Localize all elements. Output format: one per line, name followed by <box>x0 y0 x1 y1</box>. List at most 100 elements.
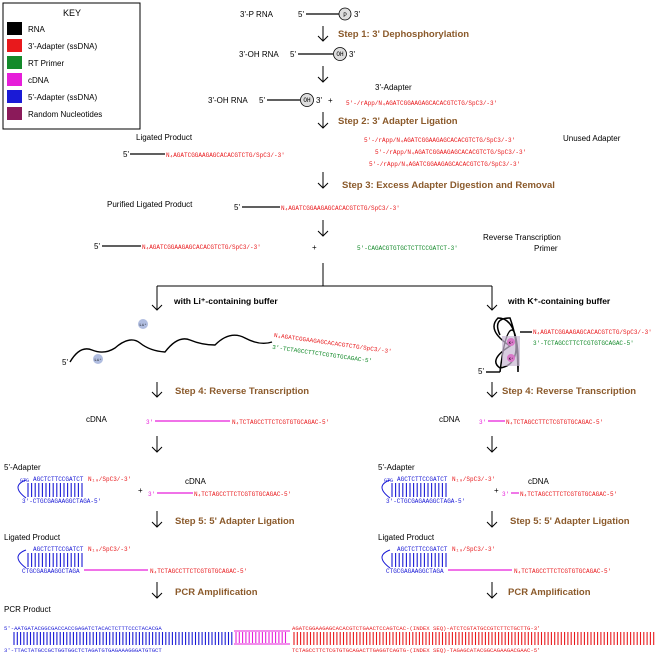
pcr-bottom-red: TCTAGCCTTCTCGTGTGCAGACTTGAGGTCAGTG-(INDE… <box>292 647 540 654</box>
li-label-1: Li⁺ <box>94 358 101 363</box>
phosphate-label: P <box>343 12 347 19</box>
arrow-left-pcr <box>151 582 163 599</box>
three-prime-3: 3' <box>316 96 322 105</box>
unused-adapter-3: 5'-/rApp/N₄AGATCGGAAGAGCACACGTCTG/SpC3/-… <box>369 161 520 168</box>
left-rna-wave <box>69 334 273 363</box>
plus-1: + <box>328 96 333 105</box>
oh-circle-2 <box>300 93 314 107</box>
adapter3-label: 3'-Adapter <box>375 83 412 92</box>
key-swatch-1 <box>7 39 22 52</box>
phosphate-circle <box>338 7 352 21</box>
arrow-left-s4b <box>151 436 163 453</box>
rt-primer-label-1: Reverse Transcription <box>483 233 561 242</box>
oh-label-2: OH <box>303 97 311 104</box>
adapter5-right-label: 5'-Adapter <box>378 463 415 472</box>
ligated-right-label: Ligated Product <box>378 533 435 542</box>
arrow-right-s4b <box>486 436 498 453</box>
adapter5-right-loop-line <box>381 479 391 499</box>
lig-left-n: N₁₀/SpC3/-3' <box>88 546 131 553</box>
ligated-seq: N₄AGATCGGAAGAGCACACGTCTG/SpC3/-3' <box>166 152 285 159</box>
key-swatch-2 <box>7 56 22 69</box>
pcr-top-red: AGATCGGAAGAGCACACGTCTGAACTCCAGTCAC-(INDE… <box>292 625 540 632</box>
li-label-2: Li⁺ <box>139 323 146 328</box>
plus-2: + <box>312 243 317 252</box>
pcr-left: PCR Amplification <box>175 587 258 598</box>
oh-circle-1 <box>333 47 347 61</box>
key-swatch-0 <box>7 22 22 35</box>
key-label-3: cDNA <box>28 76 50 85</box>
pcr-blue-rungs <box>13 632 233 645</box>
three-prime-1: 3' <box>354 10 360 19</box>
step-5-left: Step 5: 5' Adapter Ligation <box>175 516 295 527</box>
key-label-5: Random Nucleotides <box>28 110 102 119</box>
key-title: KEY <box>63 8 81 18</box>
cdna-left-3: 3' <box>146 419 153 426</box>
right-ligated: Ligated Product AGCTCTTCCGATCT N₁₀/SpC3/… <box>378 533 611 575</box>
adapter5-right-n: N₁₀/SpC3/-3' <box>452 476 495 483</box>
adapter5-left-rungs <box>27 483 83 497</box>
g-quadruplex <box>493 317 519 373</box>
oh-label-1: OH <box>336 51 344 58</box>
purified-label: Purified Ligated Product <box>107 200 193 209</box>
rt-input-seq: N₄AGATCGGAAGAGCACACGTCTG/SpC3/-3' <box>142 244 261 251</box>
five-prime-3: 5' <box>259 96 265 105</box>
step-3-label: Step 3: Excess Adapter Digestion and Rem… <box>342 180 555 191</box>
arrow-right-s4 <box>486 382 498 398</box>
cdna-right-seq: N₄TCTAGCCTTCTCGTGTGCAGAC-5' <box>506 419 603 426</box>
rna-3p-label: 3'-P RNA <box>240 10 274 19</box>
key-label-1: 3'-Adapter (ssDNA) <box>28 42 97 51</box>
pcr-product-label: PCR Product <box>4 605 51 614</box>
li-ion-1 <box>93 354 103 364</box>
purified-seq: N₄AGATCGGAAGAGCACACGTCTG/SpC3/-3' <box>281 205 400 212</box>
arrow-2 <box>317 66 329 83</box>
adapter3-seq: 5'-/rApp/N₄AGATCGGAAGAGCACACGTCTG/SpC3/-… <box>346 100 497 107</box>
step-1-label: Step 1: 3' Dephosphorylation <box>338 29 469 40</box>
adapter5-left-bottom: 3'-CTGCGAGAAGGCTAGA-5' <box>22 498 101 505</box>
left-five-prime: 5' <box>62 358 68 367</box>
adapter5-left-top: AGCTCTTCCGATCT <box>33 476 84 483</box>
lig-left-top: AGCTCTTCCGATCT <box>33 546 84 553</box>
k-ion-2 <box>507 354 515 362</box>
rt-primer-seq: 5'-CAGACGTGTGCTCTTCCGATCT-3' <box>357 245 458 252</box>
lig-left-loop <box>17 549 27 569</box>
arrow-left-s5 <box>151 511 163 528</box>
five-prime-5: 5' <box>234 203 240 212</box>
unused-adapter-1: 5'-/rApp/N₄AGATCGGAAGAGCACACGTCTG/SpC3/-… <box>364 137 515 144</box>
cdna-right-label-2: cDNA <box>528 477 550 486</box>
right-hyb-top: N₄AGATCGGAAGAGCACACGTCTG/SpC3/-3' <box>533 329 652 336</box>
adapter5-left-label: 5'-Adapter <box>4 463 41 472</box>
pcr-top-blue: 5'-AATGATACGGCGACCACCGAGATCTACACTCTTTCCC… <box>4 625 162 632</box>
cdna-left-seq: N₄TCTAGCCTTCTCGTGTGCAGAC-5' <box>232 419 329 426</box>
pcr-red-rungs <box>293 632 655 645</box>
unused-adapter-label: Unused Adapter <box>563 134 621 143</box>
ligated-left-label: Ligated Product <box>4 533 61 542</box>
three-prime-2: 3' <box>349 50 355 59</box>
step-2-label: Step 2: 3' Adapter Ligation <box>338 116 458 127</box>
li-ion-2 <box>138 319 148 329</box>
lig-right-top: AGCTCTTCCGATCT <box>397 546 448 553</box>
arrow-right-pcr <box>486 582 498 599</box>
lig-right-bottom: CTGCGAGAAGGCTAGA <box>386 568 444 575</box>
key-label-2: RT Primer <box>28 59 64 68</box>
cdna-left-label-2: cDNA <box>185 477 207 486</box>
step-4-left: Step 4: Reverse Transcription <box>175 386 309 397</box>
cdna-right-label: cDNA <box>439 415 461 424</box>
step-5-right: Step 5: 5' Adapter Ligation <box>510 516 630 527</box>
lig-right-rungs <box>391 553 447 567</box>
adapter5-right-top: AGCTCTTCCGATCT <box>397 476 448 483</box>
adapter5-left-loop-line <box>17 479 27 499</box>
rna-3oh-label-2: 3'-OH RNA <box>208 96 248 105</box>
lig-left-bottom: CTGCGAGAAGGCTAGA <box>22 568 80 575</box>
lig-right-loop <box>381 549 391 569</box>
arrow-left-s4 <box>151 382 163 398</box>
arrow-1 <box>317 26 329 42</box>
arrow-4 <box>317 172 329 189</box>
key-label-4: 5'-Adapter (ssDNA) <box>28 93 97 102</box>
left-adapter-hairpin: 5'-Adapter GTG AGCTCTTCCGATCT N₁₀/SpC3/-… <box>4 463 291 505</box>
pcr-magenta-rungs <box>235 632 287 643</box>
right-five-prime: 5' <box>478 367 484 376</box>
rna-3oh-label: 3'-OH RNA <box>239 50 279 59</box>
k-label-2: K⁺ <box>509 357 514 362</box>
